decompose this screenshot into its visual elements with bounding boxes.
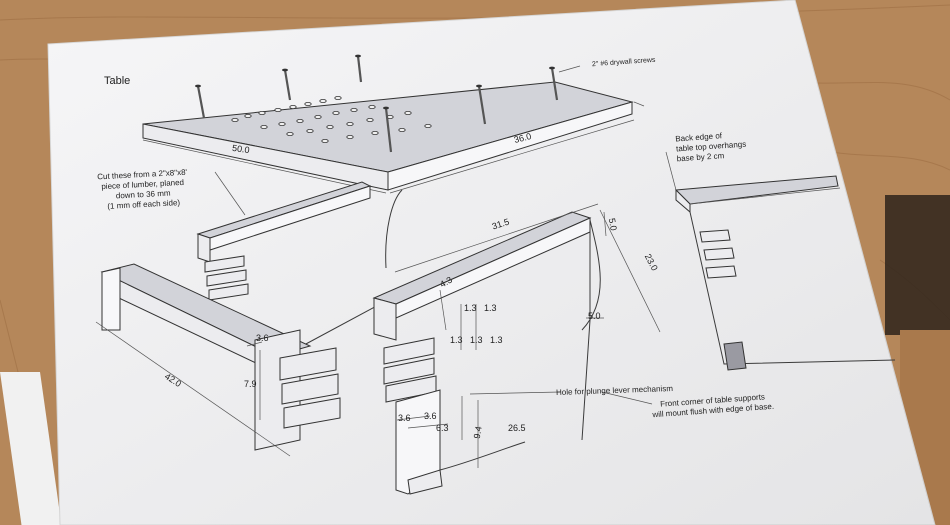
table-top-holes	[231, 96, 432, 143]
curve-guide	[385, 189, 403, 269]
top-dimension-lines	[142, 65, 645, 194]
dim-finger-b: 1.3	[484, 303, 497, 313]
dim-leg-b: 3.6	[424, 411, 437, 421]
upper-left-rail	[196, 171, 372, 301]
dim-finger-a: 1.3	[464, 303, 477, 313]
drywall-screws	[195, 54, 559, 153]
back-edge-note: Back edge of table top overhangs base by…	[675, 130, 747, 165]
dim-leg-a: 3.6	[398, 413, 411, 423]
dim-finger-e: 1.3	[490, 335, 503, 345]
connector-line	[303, 301, 385, 346]
dim-finger-d: 1.3	[470, 335, 483, 345]
dim-leg-e: 26.5	[508, 423, 526, 433]
side-support-assembly	[372, 203, 661, 495]
dim-notch-top: 5.0	[606, 217, 619, 232]
cut-lumber-note: Cut these from a 2"x8"x8' piece of lumbe…	[97, 168, 189, 213]
dim-finger-c: 1.3	[450, 335, 463, 345]
dim-notch-side: 5.0	[588, 311, 601, 321]
base-board	[95, 263, 341, 457]
drawing-title: Table	[104, 75, 131, 87]
dim-leg-c: 6.3	[436, 423, 449, 433]
side-view-detail	[665, 151, 896, 371]
dim-base-thickness: 3.6	[256, 333, 269, 343]
dim-base-height: 7.9	[244, 379, 257, 389]
